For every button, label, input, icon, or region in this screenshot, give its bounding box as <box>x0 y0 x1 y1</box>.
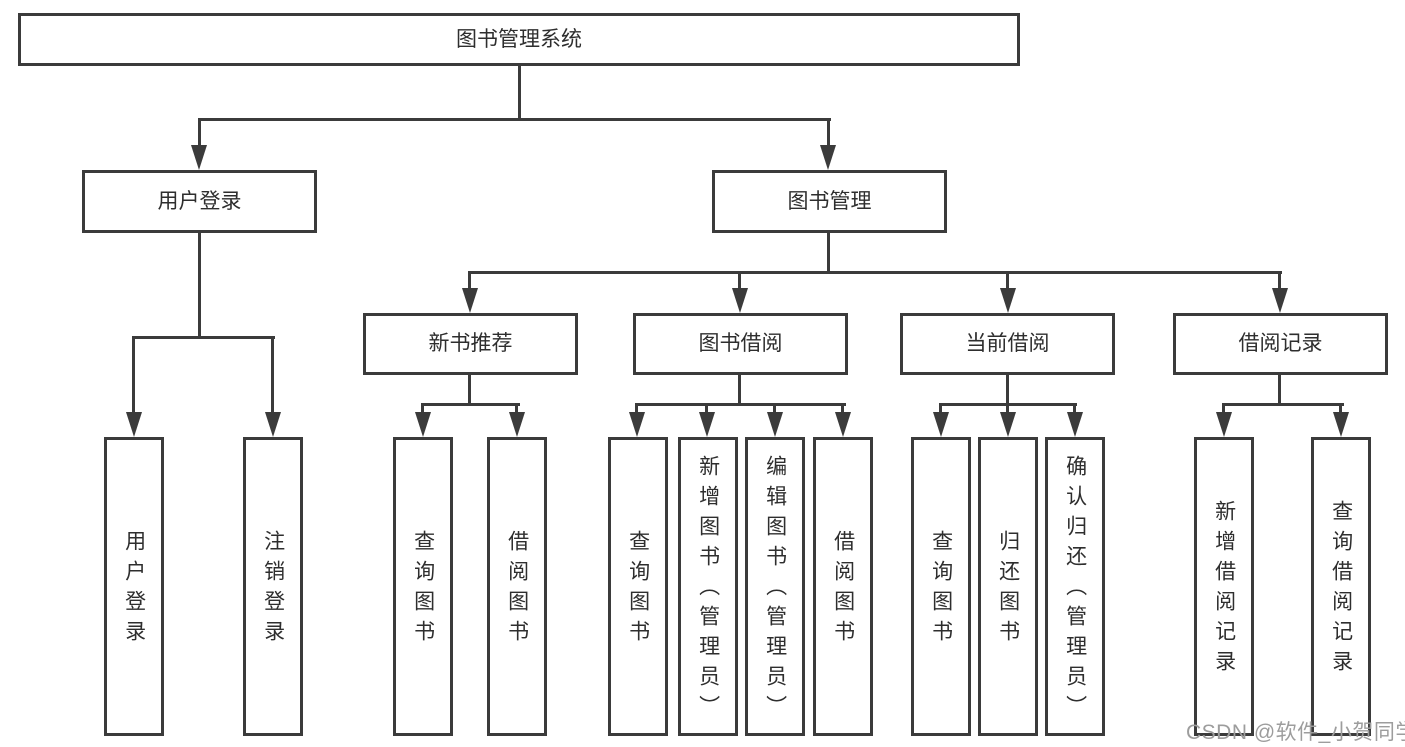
connector-drop-new-book <box>468 271 471 291</box>
node-book-borrowing: 图书借阅 <box>633 313 848 375</box>
arrow-down-icon <box>699 412 715 437</box>
arrow-down-icon <box>191 145 207 170</box>
leaf-borrow-books-recommend: 借阅图书 <box>487 437 547 736</box>
connector-book-management-vertical <box>827 233 830 273</box>
leaf-confirm-return-admin: 确认归还（管理员） <box>1045 437 1105 736</box>
connector-drop <box>1006 403 1009 415</box>
leaf-borrow-books-borrowing: 借阅图书 <box>813 437 873 736</box>
connector-level3-horizontal <box>468 271 1282 274</box>
leaf-label: 查询图书 <box>929 529 953 650</box>
node-borrow-records-label: 借阅记录 <box>1238 332 1323 356</box>
leaf-label: 新增借阅记录 <box>1212 499 1236 680</box>
connector-drop <box>1073 403 1076 415</box>
connector-user-login-horizontal <box>132 336 275 339</box>
node-root-label: 图书管理系统 <box>456 27 582 51</box>
arrow-down-icon <box>820 145 836 170</box>
connector-drop <box>1339 403 1342 415</box>
leaf-label: 确认归还（管理员） <box>1063 454 1087 725</box>
leaf-user-login: 用户登录 <box>104 437 164 736</box>
node-current-borrowing-label: 当前借阅 <box>965 332 1050 356</box>
connector-drop-book-borrowing <box>738 271 741 291</box>
leaf-add-borrow-record: 新增借阅记录 <box>1194 437 1254 736</box>
arrow-down-icon <box>629 412 645 437</box>
csdn-watermark: CSDN @软件_小贺同学 <box>1186 721 1405 744</box>
leaf-return-books: 归还图书 <box>978 437 1038 736</box>
leaf-edit-books-admin: 编辑图书（管理员） <box>745 437 805 736</box>
node-book-management-label: 图书管理 <box>787 189 872 213</box>
leaf-label: 借阅图书 <box>505 529 529 650</box>
connector-level2-horizontal <box>198 118 831 121</box>
arrow-down-icon <box>1000 412 1016 437</box>
node-current-borrowing: 当前借阅 <box>900 313 1115 375</box>
connector-drop <box>1222 403 1225 415</box>
node-borrow-records: 借阅记录 <box>1173 313 1388 375</box>
connector-root-vertical <box>518 66 521 118</box>
connector-drop <box>773 403 776 415</box>
connector-user-login-vertical <box>198 233 201 336</box>
connector-drop <box>939 403 942 415</box>
leaf-query-books-current: 查询图书 <box>911 437 971 736</box>
node-book-management: 图书管理 <box>712 170 947 233</box>
leaf-label: 注销登录 <box>261 529 285 650</box>
arrow-down-icon <box>1216 412 1232 437</box>
leaf-label: 编辑图书（管理员） <box>763 454 787 725</box>
connector-newbook-horizontal <box>421 403 520 406</box>
arrow-down-icon <box>126 412 142 437</box>
arrow-down-icon <box>732 288 748 313</box>
leaf-logout: 注销登录 <box>243 437 303 736</box>
node-new-book-recommend: 新书推荐 <box>363 313 578 375</box>
arrow-down-icon <box>415 412 431 437</box>
connector-drop <box>635 403 638 415</box>
node-book-borrowing-label: 图书借阅 <box>698 332 783 356</box>
connector-borrowing-horizontal <box>635 403 846 406</box>
arrow-down-icon <box>1067 412 1083 437</box>
connector-records-vertical <box>1278 375 1281 406</box>
connector-drop-user-login <box>198 118 201 147</box>
leaf-query-books-recommend: 查询图书 <box>393 437 453 736</box>
node-new-book-recommend-label: 新书推荐 <box>428 332 513 356</box>
connector-borrowing-vertical <box>738 375 741 406</box>
arrow-down-icon <box>767 412 783 437</box>
connector-records-horizontal <box>1222 403 1344 406</box>
connector-current-vertical <box>1006 375 1009 406</box>
leaf-query-borrow-record: 查询借阅记录 <box>1311 437 1371 736</box>
connector-drop <box>421 403 424 415</box>
connector-drop-leaf-logout <box>271 336 274 414</box>
connector-drop-current-borrowing <box>1006 271 1009 291</box>
arrow-down-icon <box>265 412 281 437</box>
connector-newbook-vertical <box>468 375 471 406</box>
leaf-label: 查询借阅记录 <box>1329 499 1353 680</box>
arrow-down-icon <box>1272 288 1288 313</box>
connector-drop-borrow-records <box>1278 271 1281 291</box>
arrow-down-icon <box>1333 412 1349 437</box>
connector-drop <box>515 403 518 415</box>
node-user-login-label: 用户登录 <box>157 189 242 213</box>
connector-drop <box>705 403 708 415</box>
connector-drop-leaf-user-login <box>132 336 135 414</box>
arrow-down-icon <box>1000 288 1016 313</box>
leaf-label: 用户登录 <box>122 529 146 650</box>
leaf-label: 归还图书 <box>996 529 1020 650</box>
leaf-label: 借阅图书 <box>831 529 855 650</box>
leaf-label: 查询图书 <box>411 529 435 650</box>
node-root-system: 图书管理系统 <box>18 13 1020 66</box>
leaf-label: 新增图书（管理员） <box>696 454 720 725</box>
node-user-login: 用户登录 <box>82 170 317 233</box>
arrow-down-icon <box>933 412 949 437</box>
arrow-down-icon <box>509 412 525 437</box>
connector-drop <box>841 403 844 415</box>
leaf-label: 查询图书 <box>626 529 650 650</box>
arrow-down-icon <box>835 412 851 437</box>
arrow-down-icon <box>462 288 478 313</box>
connector-drop-book-management <box>827 118 830 147</box>
leaf-add-books-admin: 新增图书（管理员） <box>678 437 738 736</box>
leaf-query-books-borrowing: 查询图书 <box>608 437 668 736</box>
